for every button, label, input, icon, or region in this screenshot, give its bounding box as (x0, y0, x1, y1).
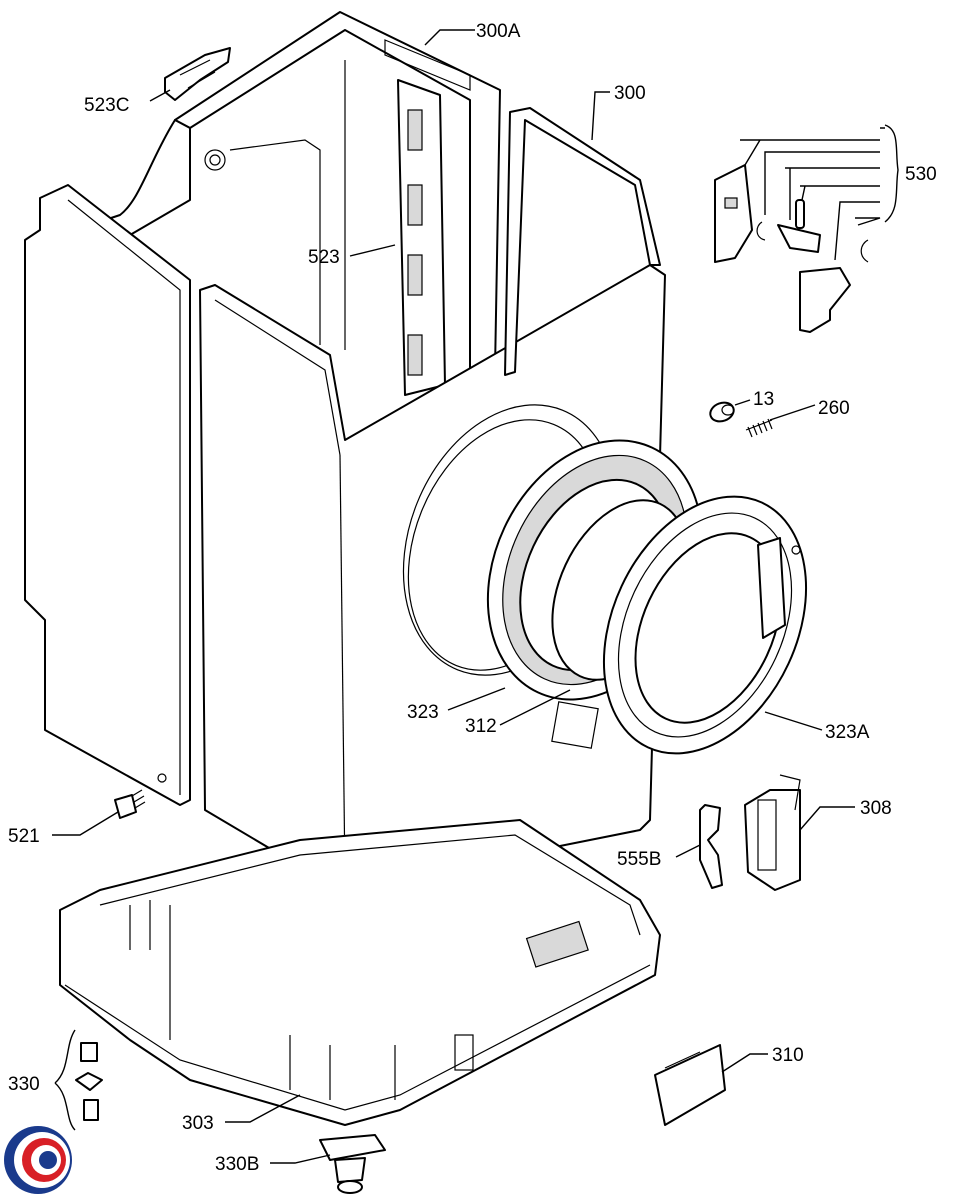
part-labels: 300A 300 523C 523 530 13 260 323 312 323… (8, 21, 937, 1175)
label-555b: 555B (617, 849, 661, 870)
foot-hardware-330 (75, 1042, 103, 1121)
spring-260 (745, 418, 773, 438)
cover-310 (654, 1044, 726, 1126)
label-330: 330 (8, 1074, 40, 1095)
screw-521 (114, 789, 146, 819)
knob-13 (709, 401, 735, 423)
label-521: 521 (8, 826, 40, 847)
label-523: 523 (308, 247, 340, 268)
label-312: 312 (465, 716, 497, 737)
door-outer-ring (602, 495, 808, 755)
side-panel-left (24, 184, 191, 806)
door-lock-kit (714, 164, 869, 333)
base-frame (59, 819, 661, 1126)
label-323: 323 (407, 702, 439, 723)
rail-523 (397, 79, 446, 396)
leader-lines (52, 29, 899, 1164)
clip-523c (164, 47, 231, 101)
label-300: 300 (614, 83, 646, 104)
leveling-foot (319, 1134, 386, 1194)
label-523c: 523C (84, 95, 129, 116)
label-260: 260 (818, 398, 850, 419)
brand-logo (4, 1126, 72, 1194)
label-330b: 330B (215, 1154, 259, 1175)
label-13: 13 (753, 389, 774, 410)
hinge-308 (744, 774, 801, 891)
label-323a: 323A (825, 722, 870, 743)
label-300a: 300A (476, 21, 521, 42)
label-530: 530 (905, 164, 937, 185)
hinge-plate-555b (699, 804, 723, 889)
label-308: 308 (860, 798, 892, 819)
label-303: 303 (182, 1113, 214, 1134)
label-310: 310 (772, 1045, 804, 1066)
